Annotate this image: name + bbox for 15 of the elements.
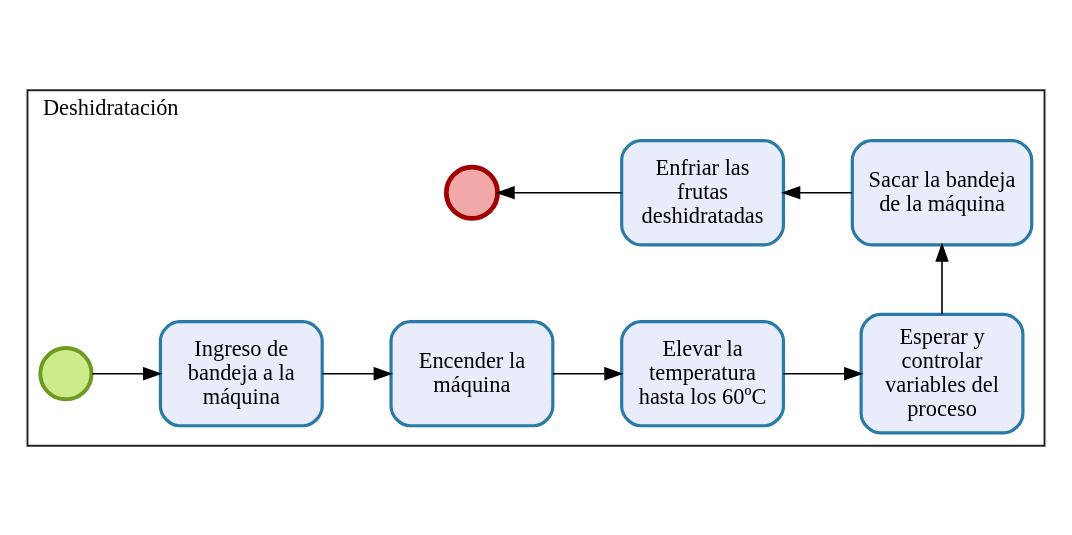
node-box: Ingreso de bandeja a la máquina xyxy=(158,319,324,427)
arrow xyxy=(495,185,623,199)
node-box: Elevar la temperatura hasta los 60ºC xyxy=(620,319,786,427)
node-box: Encender la máquina xyxy=(389,319,555,427)
node-box: Sacar la bandeja de la máquina xyxy=(850,138,1034,246)
arrow xyxy=(935,242,949,315)
arrow xyxy=(781,185,853,199)
node-circle xyxy=(38,345,94,401)
node-box: Esperar y controlar variables del proceso xyxy=(859,312,1025,435)
arrow xyxy=(782,366,864,380)
arrow xyxy=(91,366,163,380)
node-circle xyxy=(443,164,500,221)
arrow xyxy=(552,366,624,380)
node-box: Enfriar las frutas deshidratadas xyxy=(620,138,786,246)
arrow xyxy=(321,366,393,380)
